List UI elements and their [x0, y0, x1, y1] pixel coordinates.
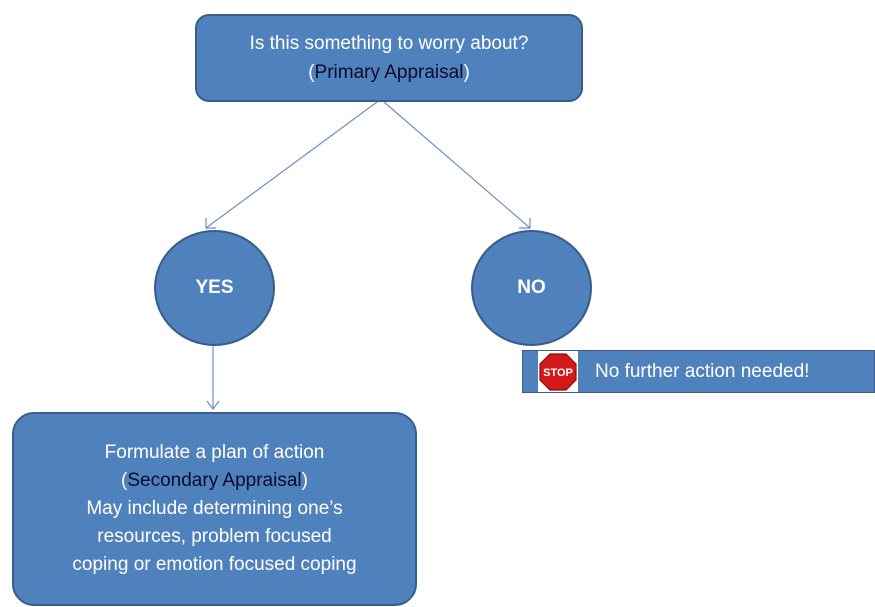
no-node: NO — [471, 230, 592, 346]
resources-line-2: resources, problem focused — [97, 526, 332, 547]
primary-appraisal-term: Primary Appraisal — [314, 62, 464, 83]
paren-open: ( — [121, 470, 128, 491]
connector-top-to-yes — [205, 101, 378, 229]
paren-close: ) — [301, 470, 308, 491]
primary-appraisal-node: Is this something to worry about? (Prima… — [195, 14, 583, 102]
connector-top-to-no — [383, 101, 531, 229]
arrowhead-yes — [205, 218, 216, 229]
secondary-appraisal-label: (Secondary Appraisal) — [121, 467, 308, 495]
yes-label: YES — [195, 277, 234, 298]
stop-octagon-icon: STOP — [539, 352, 577, 391]
paren-open: ( — [308, 62, 315, 83]
plan-of-action-text: Formulate a plan of action — [104, 442, 325, 463]
secondary-appraisal-node: Formulate a plan of action (Secondary Ap… — [12, 412, 417, 606]
no-action-message: No further action needed! — [595, 360, 810, 382]
arrowhead-no — [519, 218, 531, 229]
stop-banner: STOP No further action needed! — [522, 350, 875, 393]
primary-appraisal-label: (Primary Appraisal) — [308, 58, 470, 87]
resources-line-3: coping or emotion focused coping — [72, 554, 357, 575]
resources-line-1: May include determining one’s — [86, 498, 343, 519]
secondary-appraisal-term: Secondary Appraisal — [127, 470, 302, 491]
primary-question-text: Is this something to worry about? — [249, 33, 529, 54]
arrowhead-plan — [206, 400, 220, 410]
stop-sign-icon: STOP — [538, 351, 578, 392]
no-label: NO — [517, 277, 546, 298]
paren-close: ) — [463, 62, 470, 83]
stop-sign-text: STOP — [543, 367, 573, 379]
yes-node: YES — [154, 230, 275, 346]
